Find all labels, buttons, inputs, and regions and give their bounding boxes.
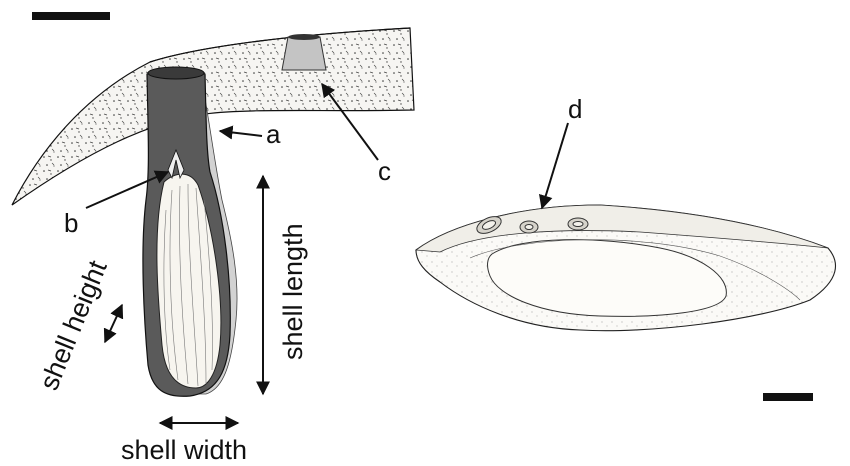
- label-shell-height: shell height: [34, 256, 113, 394]
- label-d: d: [568, 94, 582, 124]
- label-b: b: [64, 208, 78, 238]
- label-c: c: [378, 156, 391, 186]
- label-a: a: [266, 119, 281, 149]
- shell-height-arrow: [105, 305, 122, 342]
- scale-bar-right: [763, 393, 813, 401]
- peg: [282, 37, 326, 70]
- label-shell-length: shell length: [278, 223, 308, 360]
- arrow-a: [220, 131, 262, 136]
- arrow-d: [542, 123, 568, 208]
- borehole: [525, 225, 533, 230]
- label-shell-width: shell width: [121, 435, 247, 465]
- peg-top: [288, 34, 320, 40]
- scale-bar-left: [32, 12, 110, 20]
- borer-aperture: [148, 67, 204, 79]
- borehole: [573, 222, 583, 227]
